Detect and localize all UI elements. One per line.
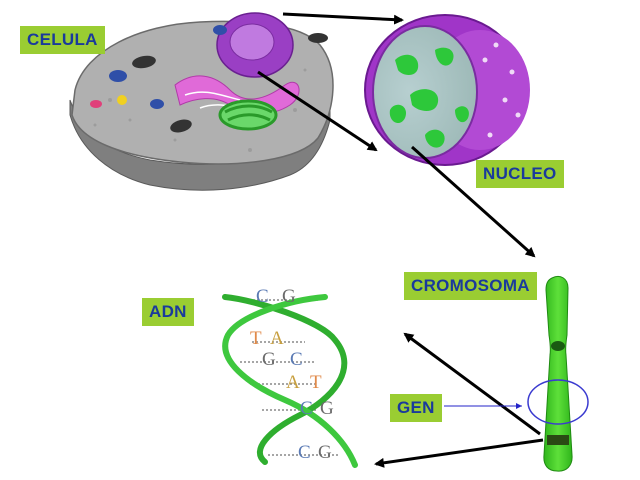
- base-right: G: [318, 442, 332, 463]
- vacuole: [150, 99, 164, 109]
- label-gene: GEN: [390, 394, 442, 422]
- chromosome-body: [543, 275, 573, 472]
- base-left: C: [300, 398, 313, 419]
- dna-helix: [222, 294, 358, 468]
- cell-illustration: [69, 12, 334, 191]
- base-left: C: [298, 442, 311, 463]
- label-nucleus: NUCLEO: [476, 160, 564, 188]
- base-left: C: [256, 286, 269, 307]
- arrow-nucleus-to-chromosome: [411, 145, 536, 258]
- base-right: T: [310, 372, 322, 393]
- ribosome-cluster: [117, 95, 127, 105]
- base-right: G: [320, 398, 334, 419]
- centromere: [551, 341, 565, 351]
- vacuole: [213, 25, 227, 35]
- base-right: A: [270, 328, 284, 349]
- arrows: [257, 12, 544, 468]
- mitochondrion: [308, 33, 328, 43]
- base-right: C: [290, 349, 303, 370]
- label-chromosome: CROMOSOMA: [404, 272, 537, 300]
- lysosome: [90, 100, 102, 108]
- golgi-apparatus: [218, 99, 278, 131]
- mitochondrion: [170, 119, 192, 133]
- label-dna: ADN: [142, 298, 194, 326]
- chromosome-band: [547, 435, 569, 445]
- chromatin: [389, 47, 469, 148]
- gene-marker-circle: [527, 379, 589, 425]
- dna-strand-right: [222, 294, 358, 468]
- arrow-cell-to-nucleus: [282, 12, 404, 25]
- vacuole: [109, 70, 127, 82]
- chromosome-illustration: [527, 275, 589, 472]
- base-left: A: [286, 372, 300, 393]
- nucleus-illustration: [364, 14, 530, 166]
- arrow-cell-to-nucleus-lower: [257, 70, 378, 152]
- mitochondrion: [132, 55, 156, 69]
- arrow-chromosome-to-dna-upper: [403, 332, 541, 436]
- arrow-chromosome-to-dna-lower: [374, 438, 544, 468]
- base-left: T: [250, 328, 262, 349]
- base-left: G: [262, 349, 276, 370]
- dna-strand-left: [222, 294, 348, 465]
- base-right: G: [282, 286, 296, 307]
- label-cell: CELULA: [20, 26, 105, 54]
